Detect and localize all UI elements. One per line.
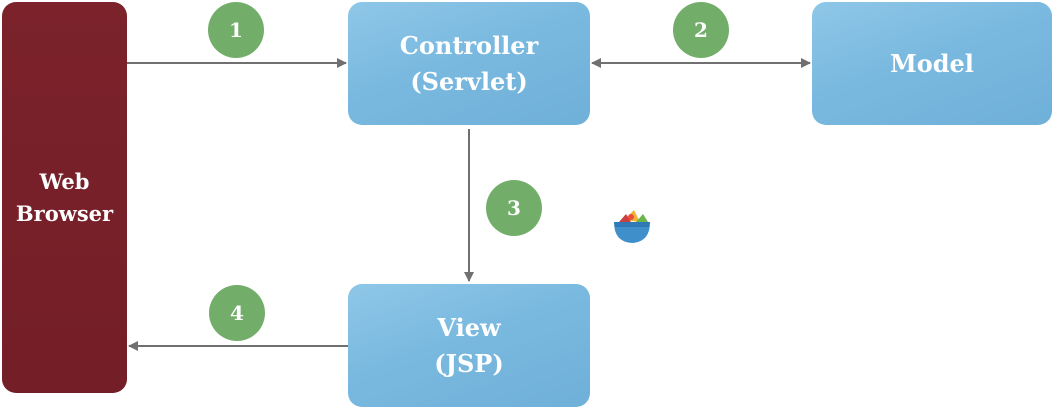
model-label: Model	[890, 48, 974, 78]
controller-box: Controller (Servlet)	[348, 2, 590, 125]
model-box: Model	[812, 2, 1052, 125]
view-box: View (JSP)	[348, 284, 590, 407]
view-label-line1: View	[437, 312, 501, 342]
fruit-bowl-icon	[614, 210, 650, 243]
controller-label-line1: Controller	[399, 30, 539, 60]
web-browser-label-line1: Web	[39, 168, 90, 194]
step-badge-1: 1	[208, 2, 264, 58]
step-badge-2: 2	[673, 2, 729, 58]
web-browser-label-line2: Browser	[15, 200, 114, 226]
view-label-line2: (JSP)	[434, 348, 504, 378]
web-browser-box: Web Browser	[2, 2, 127, 393]
step-badge-3: 3	[486, 180, 542, 236]
controller-label-line2: (Servlet)	[410, 66, 528, 96]
step-badge-4: 4	[209, 285, 265, 341]
